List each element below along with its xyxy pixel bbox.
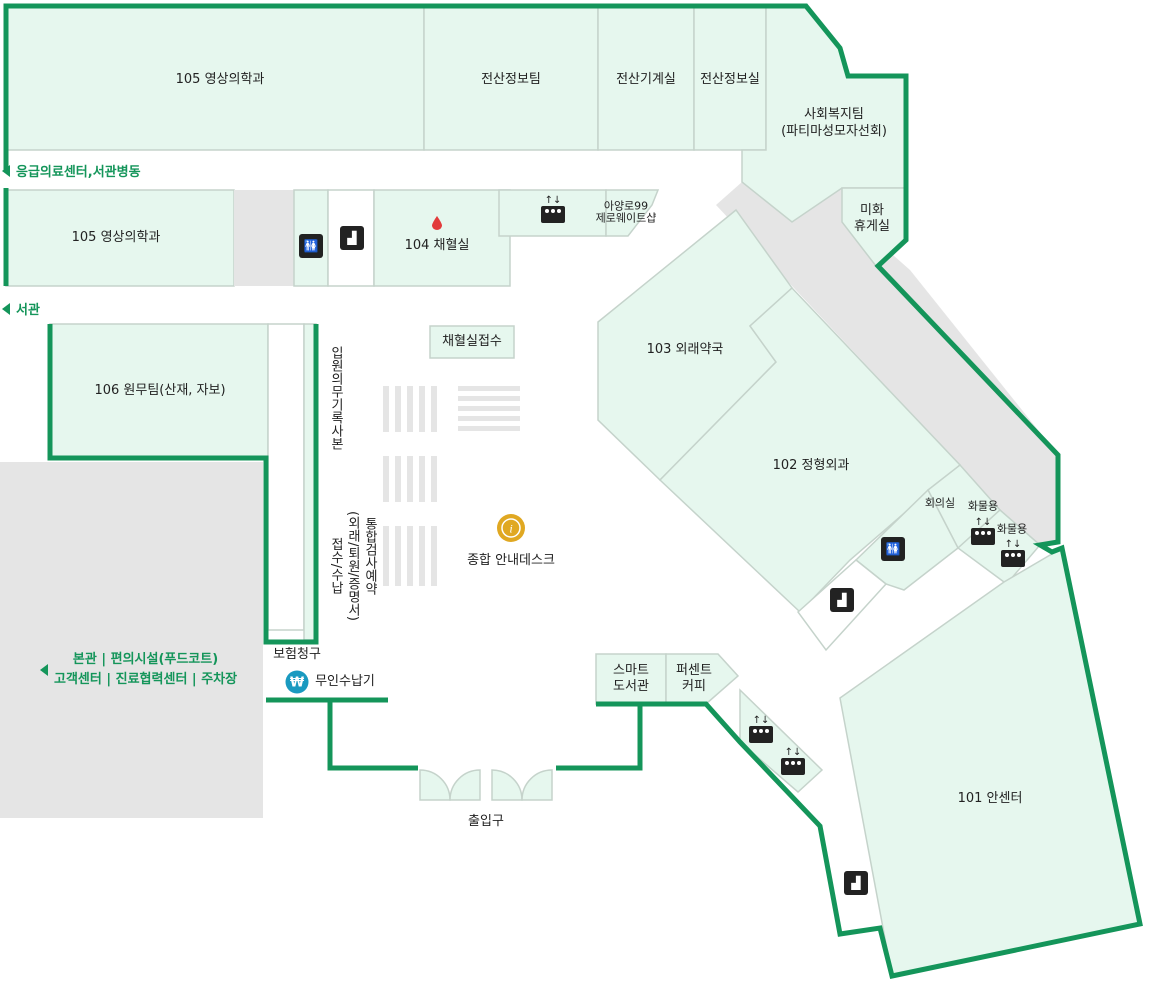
svg-text:↑↓: ↑↓: [1005, 539, 1022, 550]
svg-text:₩: ₩: [290, 676, 305, 691]
svg-text:i: i: [509, 522, 512, 536]
restroom-icon: 🚻: [299, 234, 323, 258]
building-walls: [3, 3, 1143, 979]
room-blood-reception[interactable]: [429, 325, 515, 359]
arrow-left-icon: [2, 164, 10, 177]
label-coffee-2: 커피: [682, 679, 706, 694]
room-101-an-center[interactable]: [839, 546, 1141, 977]
stairs-icon: ▟: [830, 588, 854, 612]
waiting-seats: [383, 386, 520, 586]
label-machine-room: 전산기계실: [616, 72, 676, 87]
label-it-team: 전산정보팀: [481, 72, 541, 87]
stairs-icon: ▟: [844, 871, 868, 895]
room-zero-waste[interactable]: [605, 189, 660, 237]
room-105-mid-storage: [234, 190, 294, 286]
label-105-top: 105 영상의학과: [175, 72, 265, 87]
label-reception-2: (외래/퇴원/증명서): [345, 511, 360, 621]
room-coffee[interactable]: [665, 653, 740, 705]
label-blood-reception: 채혈실접수: [442, 334, 502, 349]
label-inpatient-records: 입원의무기록사본: [328, 346, 343, 450]
label-yard-1: 아양로99: [603, 199, 649, 213]
label-info-room: 전산정보실: [700, 72, 760, 87]
blood-drop-icon: [432, 216, 442, 230]
restroom-icon: 🚻: [881, 537, 905, 561]
elevator-icon: ↑↓: [971, 517, 995, 545]
label-104-blood: 104 채혈실: [404, 238, 470, 253]
nav-emergency-label: 응급의료센터,서관병동: [16, 165, 141, 180]
label-freight-2: 화물용: [996, 522, 1028, 536]
room-105-top[interactable]: [5, 5, 425, 151]
label-freight-1: 화물용: [967, 499, 999, 513]
room-105-mid[interactable]: [5, 189, 235, 287]
won-icon[interactable]: ₩: [285, 670, 309, 694]
label-meeting: 회의실: [924, 496, 956, 510]
label-lounge-1: 미화: [860, 203, 884, 218]
label-social-welfare-1: 사회복지팀: [804, 107, 864, 122]
nav-west-label: 서관: [16, 303, 40, 318]
svg-text:↑↓: ↑↓: [753, 715, 770, 726]
label-insurance: 보험청구: [273, 647, 321, 662]
label-106: 106 원무팀(산재, 자보): [94, 383, 226, 398]
elevator-icon: ↑↓: [1001, 539, 1025, 567]
svg-text:↑↓: ↑↓: [975, 517, 992, 528]
corridor-east: [716, 182, 1058, 545]
nav-main-label-2: 고객센터 | 진료협력센터 | 주차장: [54, 672, 238, 687]
nav-main-label-1: 본관 | 편의시설(푸드코트): [72, 652, 219, 667]
label-105-mid: 105 영상의학과: [71, 230, 161, 245]
room-it-team[interactable]: [423, 5, 599, 151]
label-social-welfare-2: (파티마성모자선회): [781, 124, 887, 139]
label-101-an-center: 101 안센터: [957, 791, 1023, 806]
stairs-icon: ▟: [340, 226, 364, 250]
label-reception-3: 통합검사예약: [362, 517, 377, 595]
main-building-area: [0, 462, 263, 818]
svg-text:↑↓: ↑↓: [785, 747, 802, 758]
entrance-doors[interactable]: [419, 769, 553, 801]
label-kiosk: 무인수납기: [315, 674, 375, 689]
label-smart-library-1: 스마트: [613, 663, 649, 678]
nav-emergency[interactable]: 응급의료센터,서관병동: [2, 161, 141, 180]
arrow-left-icon: [2, 302, 10, 315]
label-103-pharmacy: 103 외래약국: [646, 342, 724, 357]
elevator-icon: ↑↓: [781, 747, 805, 775]
label-102-ortho: 102 정형외과: [772, 458, 850, 473]
label-entrance: 출입구: [468, 814, 504, 829]
label-lounge-2: 휴게실: [854, 219, 890, 234]
arrow-left-icon: [40, 664, 48, 676]
room-104-blood[interactable]: [373, 189, 511, 287]
elevator-icon: ↑↓: [749, 715, 773, 743]
label-coffee-1: 퍼센트: [676, 663, 712, 678]
nav-main-building[interactable]: 본관 | 편의시설(푸드코트) 고객센터 | 진료협력센터 | 주차장: [40, 650, 237, 690]
room-smart-library[interactable]: [595, 653, 667, 705]
label-smart-library-2: 도서관: [613, 679, 649, 694]
room-106[interactable]: [49, 323, 269, 459]
info-icon[interactable]: i: [496, 513, 526, 543]
label-info-desk: 종합 안내데스크: [467, 553, 555, 568]
elevator-icon: ↑↓: [541, 195, 565, 223]
label-reception-1: 접수/수납: [328, 537, 343, 595]
svg-text:↑↓: ↑↓: [545, 195, 562, 206]
counter-inpatient: [267, 323, 305, 631]
label-yard-2: 제로웨이트샵: [595, 211, 657, 225]
nav-west[interactable]: 서관: [2, 299, 40, 318]
